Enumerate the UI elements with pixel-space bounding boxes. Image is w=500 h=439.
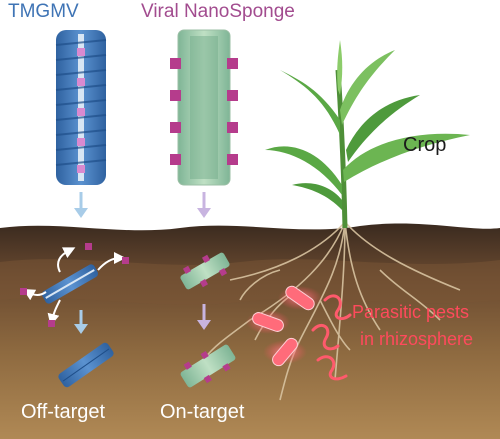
off-target-rod — [20, 243, 129, 388]
sponge-virus-icon — [170, 29, 238, 186]
crop-plant-icon — [265, 40, 470, 229]
rod-virus-icon — [55, 30, 107, 185]
root-system-icon — [204, 221, 461, 401]
pests-label-line2: in rhizosphere — [360, 329, 474, 349]
soil — [0, 223, 500, 439]
crop-label: Crop — [403, 134, 447, 156]
off-target-label: Off-target — [21, 401, 106, 423]
nematode-icon — [246, 285, 352, 381]
tmgmv-label: TMGMV — [8, 1, 79, 22]
nanosponge-label: Viral NanoSponge — [141, 1, 295, 22]
on-target-label: On-target — [160, 401, 245, 423]
down-arrow-icon — [74, 192, 211, 218]
pests-label-line1: Parasitic pests — [352, 302, 470, 322]
on-target-sponge — [180, 252, 236, 388]
